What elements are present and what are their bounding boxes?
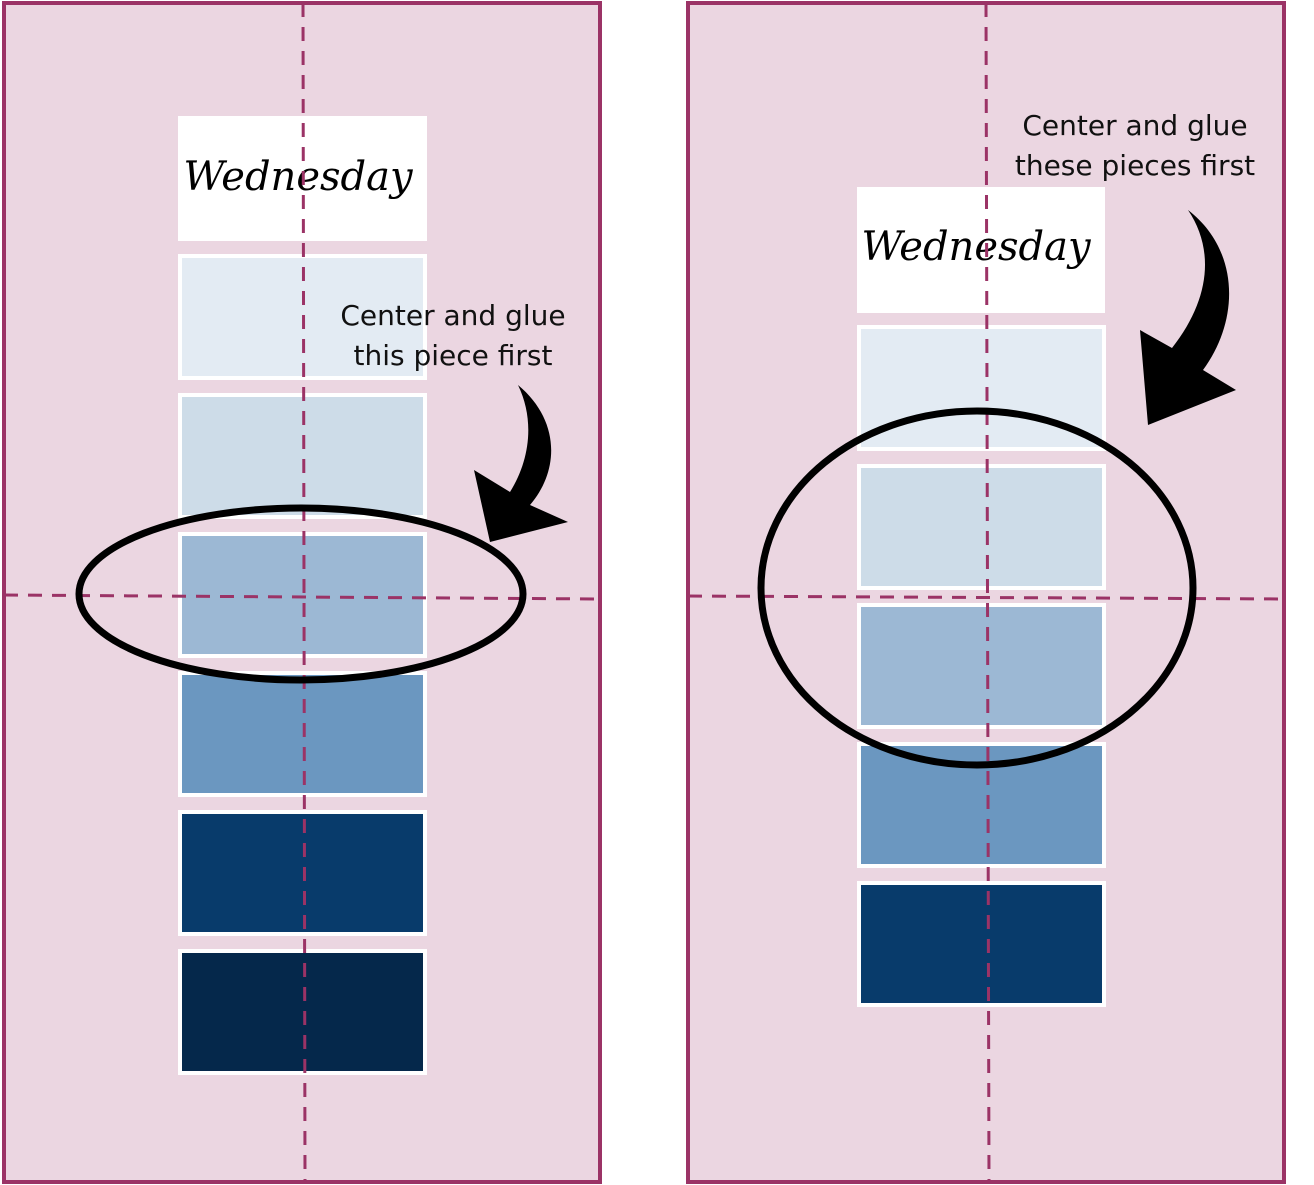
- right-title-piece: [857, 187, 1105, 313]
- left-color-piece-3: [178, 532, 427, 658]
- left-highlight-ellipse: [75, 504, 527, 684]
- left-vertical-guide: [301, 2, 307, 1183]
- left-color-piece-5: [178, 810, 427, 936]
- right-note-line2: these pieces first: [1015, 149, 1255, 182]
- right-highlight-ellipse: [757, 407, 1197, 769]
- left-title-text: Wednesday: [183, 154, 414, 200]
- right-vertical-guide: [984, 2, 991, 1183]
- right-note-line1: Center and glue: [1022, 109, 1247, 142]
- right-color-piece-5: [857, 881, 1106, 1007]
- left-note-line1: Center and glue: [340, 299, 565, 332]
- left-horizontal-guide: [3, 593, 601, 601]
- left-note-line2: this piece first: [353, 339, 552, 372]
- left-curved-arrow-icon: [474, 385, 568, 542]
- left-color-piece-4: [178, 671, 427, 797]
- right-panel: Wednesday Center and glue these pieces f…: [686, 1, 1286, 1184]
- right-color-piece-2: [857, 464, 1106, 590]
- left-color-piece-6: [178, 949, 427, 1075]
- right-horizontal-guide: [687, 594, 1285, 601]
- right-title-text: Wednesday: [861, 224, 1092, 270]
- left-panel: Wednesday Center and glue this piece fir…: [2, 1, 602, 1184]
- right-color-piece-3: [857, 603, 1106, 729]
- right-curved-arrow-icon: [1140, 210, 1236, 425]
